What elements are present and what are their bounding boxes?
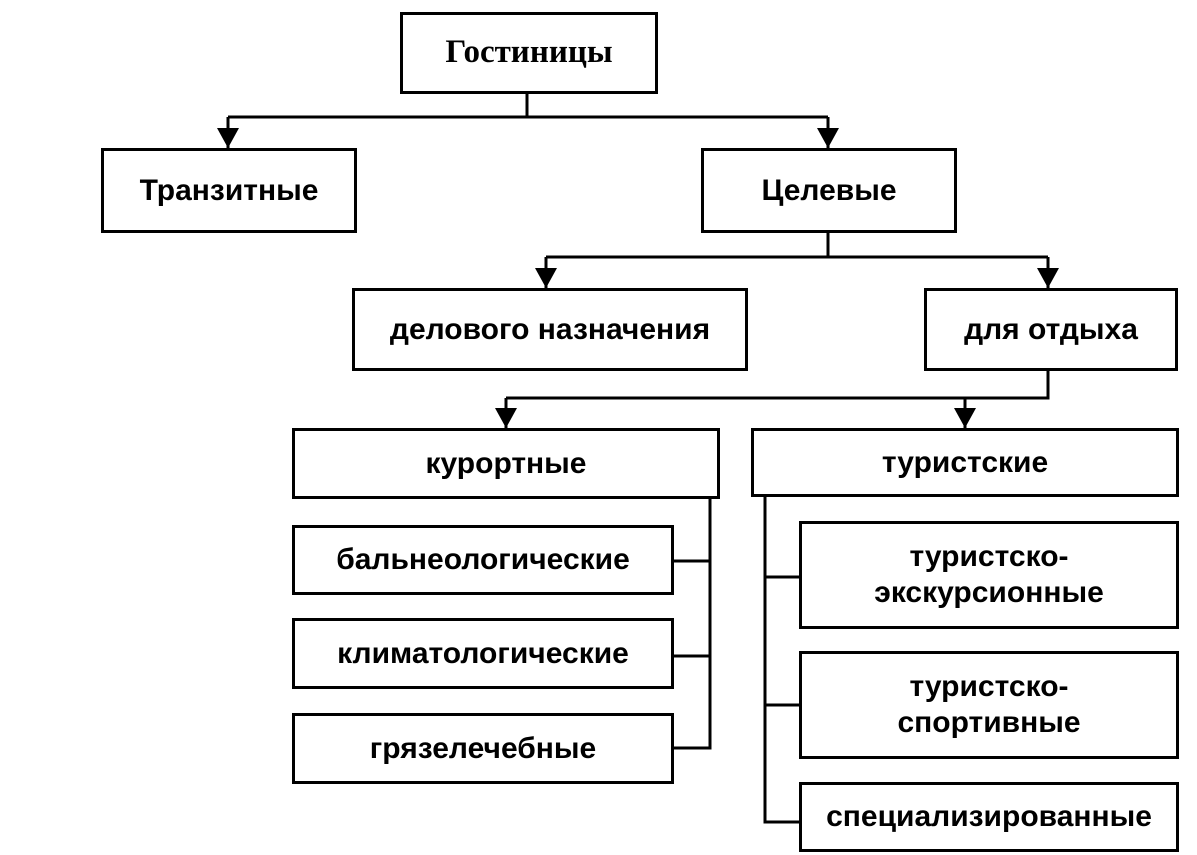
arrowhead-rest [1037, 268, 1059, 288]
node-hotels: Гостиницы [400, 12, 658, 94]
node-resort: курортные [292, 428, 720, 499]
arrowhead-transit [217, 128, 239, 148]
node-climatological: климатологические [292, 618, 674, 689]
connector-rest [506, 370, 1050, 400]
connector-tourist-spine [763, 496, 801, 824]
connector-target [546, 232, 1048, 259]
node-tourist: туристские [751, 428, 1179, 497]
arrowhead-tourist [954, 408, 976, 428]
node-specialized: специализированные [799, 782, 1179, 852]
connector-resort-spine [673, 498, 712, 750]
node-mud-therapy: грязелечебные [292, 713, 674, 784]
arrowhead-resort [495, 408, 517, 428]
connector-root [228, 93, 828, 119]
node-business: делового назначения [352, 288, 748, 371]
node-tourist-excursion: туристско- экскурсионные [799, 521, 1179, 629]
node-rest: для отдыха [924, 288, 1178, 371]
node-tourist-sport: туристско- спортивные [799, 651, 1179, 759]
node-balneological: бальнеологические [292, 525, 674, 595]
node-target: Целевые [701, 148, 957, 233]
arrowhead-target [817, 128, 839, 148]
node-transit: Транзитные [101, 148, 357, 233]
arrowhead-business [535, 268, 557, 288]
